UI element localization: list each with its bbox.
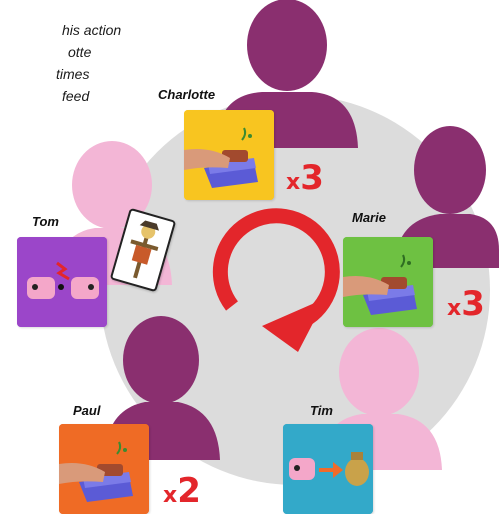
feed-action-tile	[343, 237, 433, 327]
scarecrow-card	[109, 207, 177, 293]
feed-trough-icon	[343, 237, 433, 327]
player-name-tim: Tim	[310, 403, 333, 418]
player-name-charlotte: Charlotte	[158, 87, 216, 102]
multiplier-marie: x3	[447, 284, 485, 324]
pig-fight-icon	[17, 237, 107, 327]
pig-to-money-icon	[283, 424, 373, 514]
multiplier-charlotte: x3	[286, 158, 324, 198]
player-name-tom: Tom	[32, 214, 59, 229]
player-name-paul: Paul	[73, 403, 101, 418]
pig-fight-action-tile	[17, 237, 107, 327]
feed-action-tile	[184, 110, 274, 200]
feed-trough-icon	[184, 110, 274, 200]
scarecrow-icon	[130, 220, 159, 279]
multiplier-paul: x2	[163, 471, 201, 511]
turn-direction-arrow	[212, 208, 340, 352]
feed-action-tile	[59, 424, 149, 514]
player-name-marie: Marie	[352, 210, 386, 225]
pig-to-money-action-tile	[283, 424, 373, 514]
feed-trough-icon	[59, 424, 149, 514]
rule-text: his action otte times feed	[56, 22, 122, 104]
